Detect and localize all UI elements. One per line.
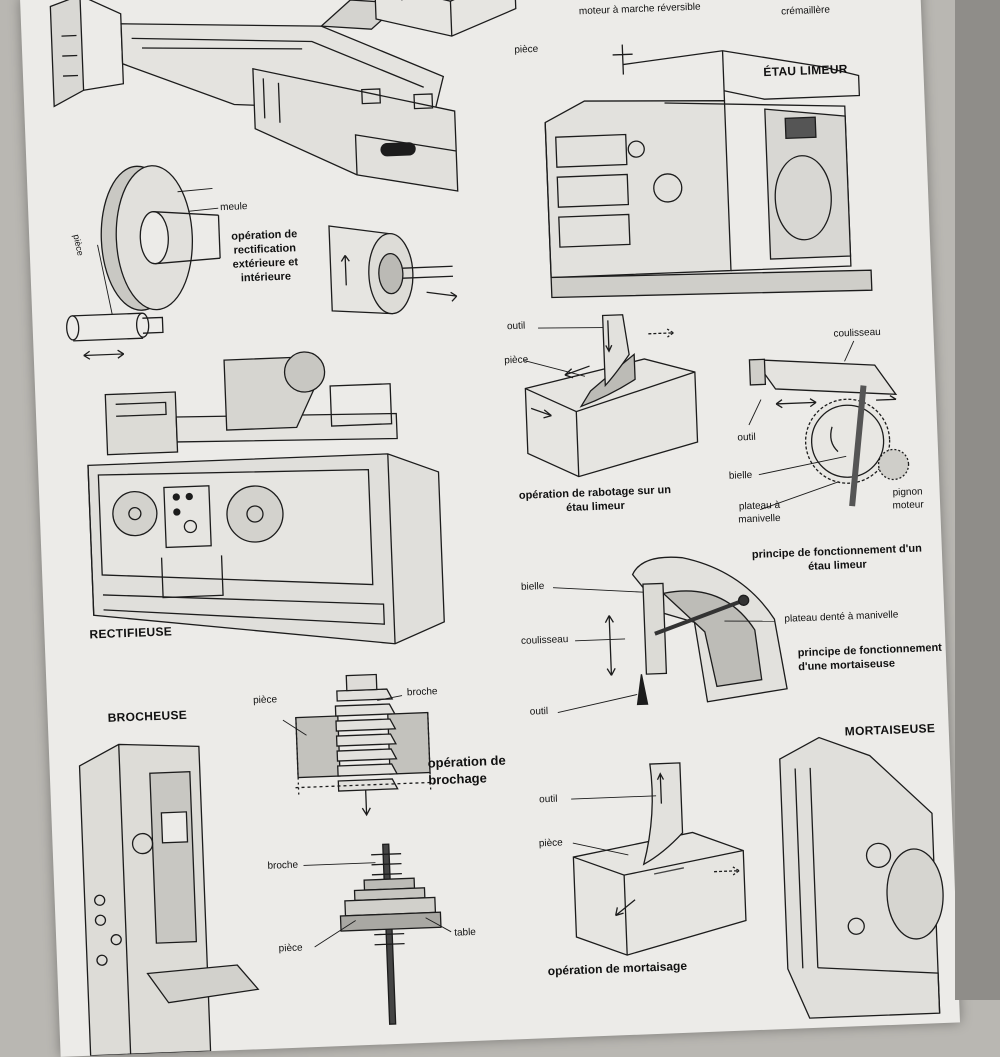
grinder-machine-drawing — [84, 347, 445, 655]
label-broche-2: broche — [267, 859, 299, 872]
grinding-wheel-drawing — [61, 163, 224, 360]
label-outil-4: outil — [538, 793, 558, 806]
broaching-operation-drawing — [291, 672, 436, 817]
caption-brochage: opération de brochage — [427, 752, 506, 788]
broaching-machine-drawing — [79, 739, 261, 1055]
slotter-machine-drawing — [779, 733, 948, 1019]
shaper-principle-drawing — [749, 354, 910, 510]
label-broche-1: broche — [406, 686, 438, 699]
label-plateau-1: plateau à manivelle — [738, 499, 781, 526]
label-piece-4: pièce — [538, 837, 563, 850]
label-table: table — [454, 926, 477, 939]
slotting-operation-drawing — [570, 761, 747, 957]
vertical-broaching-drawing — [338, 842, 445, 1026]
label-outil-2: outil — [737, 431, 756, 444]
label-pignon-moteur: pignon moteur — [892, 486, 924, 512]
label-meule: meule — [219, 201, 248, 214]
label-bielle-2: bielle — [520, 580, 545, 593]
label-outil-1: outil — [506, 320, 526, 333]
leader-lines — [96, 184, 876, 954]
caption-principe-mortaiseuse: principe de fonctionnement d'une mortais… — [797, 641, 943, 674]
shaper-machine-drawing — [542, 35, 872, 302]
label-coulisseau-1: coulisseau — [833, 326, 881, 340]
label-coulisseau-2: coulisseau — [520, 634, 569, 647]
illustrations — [20, 0, 960, 1057]
label-piece-1: pièce — [504, 354, 529, 367]
planer-machine-drawing — [50, 0, 458, 206]
book-page: moteur à marche réversible crémaillère p… — [19, 0, 961, 1057]
internal-grinding-drawing — [329, 221, 457, 316]
caption-rectification: opération de rectification extérieure et… — [231, 228, 299, 285]
label-outil-3: outil — [529, 705, 549, 718]
page-edge-shadow — [955, 0, 1000, 1000]
planing-operation-drawing — [523, 312, 699, 478]
label-bielle-1: bielle — [728, 469, 753, 482]
top-workpiece-drawing — [375, 0, 517, 39]
slotter-principle-drawing — [603, 553, 787, 706]
label-piece-5: pièce — [278, 942, 303, 955]
label-piece-broche: pièce — [252, 694, 278, 707]
label-cremaillere: crémaillère — [780, 4, 831, 18]
label-piece-top: pièce — [514, 43, 539, 56]
